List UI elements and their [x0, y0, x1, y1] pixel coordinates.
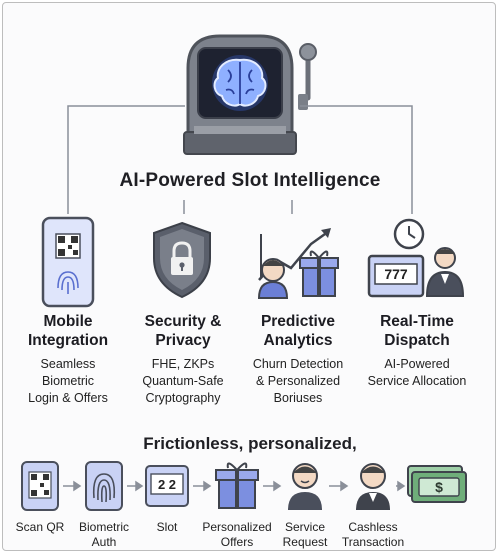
pillar-desc-line: Biometric — [41, 374, 95, 388]
pillar-title-line: Integration — [27, 332, 109, 349]
pillar-desc-line: AI-Powered — [384, 357, 450, 371]
shield-lock-icon — [153, 221, 211, 299]
step-label-line: Auth — [91, 535, 117, 549]
cashier-person-icon — [356, 463, 390, 510]
smartphone-qr-fingerprint-icon — [41, 216, 95, 308]
step-label-line: Biometric — [78, 520, 129, 534]
banknote-symbol: $ — [435, 479, 443, 495]
ai-brain-slot-machine-icon — [183, 34, 317, 155]
flow-step-label-scan-qr: Scan QR — [3, 520, 77, 535]
step-label-line: Request — [282, 535, 328, 549]
pillar-desc-line: Login & Offers — [28, 391, 108, 405]
pillar-title-line: Real-Time — [380, 313, 454, 330]
banknotes-icon: $ — [407, 465, 467, 503]
slot-reel-text: 777 — [384, 266, 408, 282]
pillar-desc-analytics: Churn Detection & Personalized Boriuses — [239, 356, 357, 407]
pillar-title-mobile: Mobile Integration — [9, 312, 127, 350]
pillar-desc-line: Boriuses — [273, 391, 323, 405]
flow-step-label-cashless: Cashless Transaction — [336, 520, 410, 550]
slot-reels-text: 2 2 — [158, 477, 176, 492]
pillar-title-line: Privacy — [155, 332, 211, 349]
flow-step-label-offers: Personalized Offers — [200, 520, 274, 550]
pillar-title-analytics: Predictive Analytics — [239, 312, 357, 350]
pillar-title-line: Analytics — [263, 332, 333, 349]
pillar-title-line: Dispatch — [384, 332, 450, 349]
pillar-title-security: Security & Privacy — [124, 312, 242, 350]
flow-title: Frictionless, personalized, — [143, 434, 357, 453]
pillar-desc-line: Service Allocation — [367, 374, 467, 388]
flow-step-label-service: Service Request — [268, 520, 342, 550]
pillar-title-line: Mobile — [43, 313, 93, 330]
analytics-chart-gift-icon — [257, 228, 339, 299]
service-person-icon — [288, 463, 322, 510]
pillar-desc-dispatch: AI-Powered Service Allocation — [352, 356, 482, 390]
step-label-line: Offers — [220, 535, 254, 549]
pillar-title-line: Security & — [144, 313, 222, 330]
flow-step-label-slot: Slot — [130, 520, 204, 535]
pillar-desc-line: FHE, ZKPs — [151, 357, 215, 371]
diagram-title: AI-Powered Slot Intelligence — [119, 170, 381, 191]
pillar-title-line: Predictive — [260, 313, 336, 330]
gift-icon — [215, 462, 259, 509]
pillar-desc-line: Churn Detection — [252, 357, 344, 371]
pillar-desc-line: Cryptography — [145, 391, 221, 405]
step-label-line: Cashless — [348, 520, 398, 534]
pillar-desc-line: & Personalized — [255, 374, 341, 388]
flow-step-label-biometric: Biometric Auth — [67, 520, 141, 550]
pillar-title-dispatch: Real-Time Dispatch — [358, 312, 476, 350]
step-label-line: Service — [284, 520, 325, 534]
qr-code-icon — [21, 461, 59, 511]
slot-reels-icon: 2 2 — [145, 465, 189, 507]
step-label-line: Personalized — [202, 520, 272, 534]
pillar-desc-line: Quantum-Safe — [142, 374, 224, 388]
step-label-line: Transaction — [341, 535, 405, 549]
clock-slot-attendant-icon: 777 — [367, 218, 465, 298]
step-label-line: Scan QR — [15, 520, 65, 534]
fingerprint-icon — [85, 461, 123, 511]
pillar-desc-mobile: Seamless Biometric Login & Offers — [9, 356, 127, 407]
pillar-desc-line: Seamless — [40, 357, 96, 371]
pillar-desc-security: FHE, ZKPs Quantum-Safe Cryptography — [124, 356, 242, 407]
step-label-line: Slot — [156, 520, 178, 534]
